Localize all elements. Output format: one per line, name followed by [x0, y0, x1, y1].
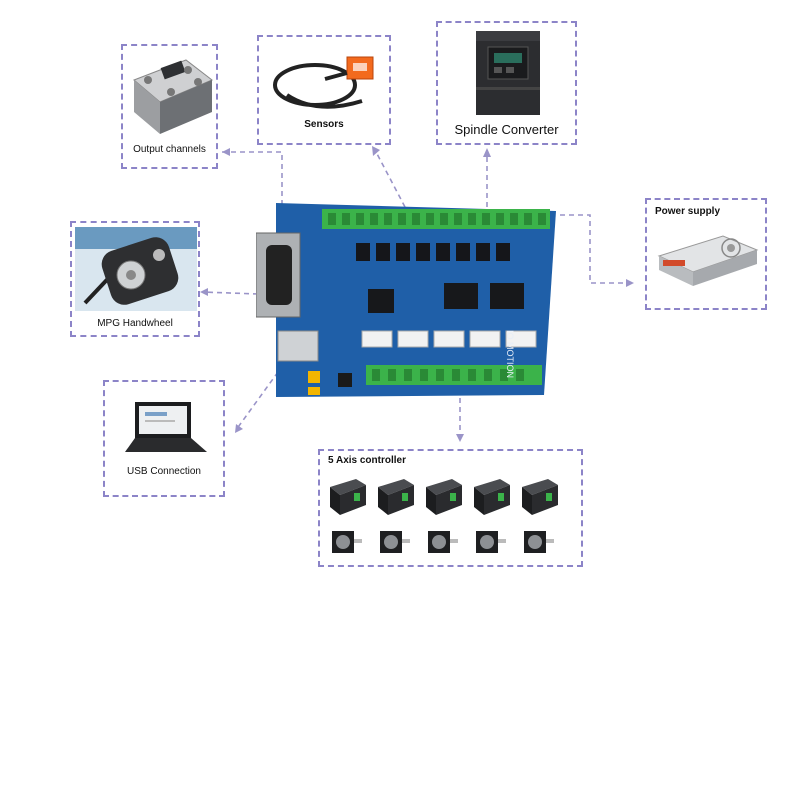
- link-usb: [235, 371, 279, 431]
- usb-connection-label: USB Connection: [127, 466, 201, 477]
- handwheel-icon: [75, 227, 197, 311]
- spindle-converter-label: Spindle Converter: [454, 122, 559, 137]
- spindle-converter-box: Spindle Converter: [436, 21, 577, 145]
- sensors-label: Sensors: [304, 119, 344, 130]
- power-supply-box: Power supply: [645, 198, 767, 310]
- inverter-icon: [476, 31, 540, 115]
- stepper-driver-icon: [330, 479, 558, 553]
- axis-controller-box: 5 Axis controller: [318, 449, 583, 567]
- link-output-channels: [222, 151, 283, 205]
- link-sensors: [374, 149, 406, 208]
- usb-connection-box: USB Connection: [103, 380, 225, 497]
- output-channels-box: Output channels: [121, 44, 218, 169]
- sensors-box: Sensors: [257, 35, 391, 145]
- power-supply-icon: [657, 235, 759, 286]
- mpg-handwheel-box: MPG Handwheel: [70, 221, 200, 337]
- link-mpg: [201, 291, 259, 295]
- laptop-icon: [125, 402, 207, 452]
- axis-controller-label: 5 Axis controller: [328, 455, 406, 466]
- proximity-sensor-icon: [273, 56, 374, 109]
- power-supply-label: Power supply: [655, 206, 721, 217]
- link-power: [560, 214, 633, 284]
- board-silkscreen: IO MOTION: [505, 330, 515, 378]
- output-channels-label: Output channels: [133, 144, 206, 155]
- mpg-handwheel-label: MPG Handwheel: [97, 318, 173, 329]
- relay-icon: [133, 59, 213, 134]
- motion-control-board-icon: [256, 203, 556, 397]
